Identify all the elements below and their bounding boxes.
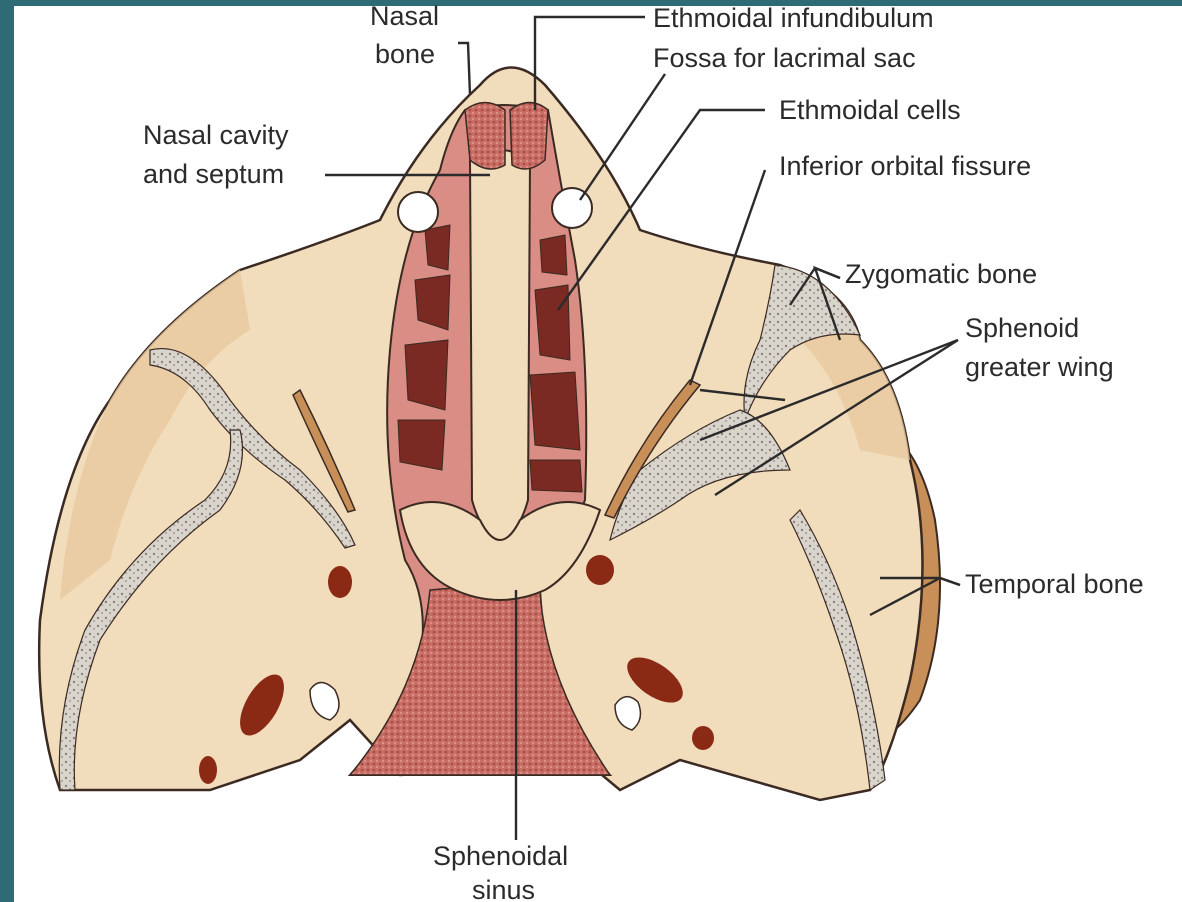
foramen-left-3: [199, 756, 217, 784]
label-nasal-bone-2: bone: [375, 39, 435, 69]
label-sphenoid-1: Sphenoid: [965, 313, 1079, 343]
label-nasal-cavity-1: Nasal cavity: [143, 120, 289, 150]
label-nasal-bone-1: Nasal: [370, 1, 439, 31]
lacrimal-fossa-right: [552, 188, 592, 228]
foramen-left-1: [328, 566, 352, 598]
lacrimal-fossa-left: [398, 192, 438, 232]
label-nasal-cavity-2: and septum: [143, 159, 284, 189]
label-sphenoidal-sinus-1: Sphenoidal: [433, 841, 568, 871]
label-ethmoidal-infundibulum: Ethmoidal infundibulum: [653, 3, 934, 33]
nasal-bone-right: [510, 103, 548, 170]
label-sphenoidal-sinus-2: sinus: [472, 875, 535, 902]
label-inferior-orbital-fissure: Inferior orbital fissure: [779, 151, 1031, 181]
foramen-right-3: [692, 726, 714, 750]
label-zygomatic-bone: Zygomatic bone: [845, 259, 1037, 289]
label-ethmoidal-cells: Ethmoidal cells: [779, 95, 961, 125]
nasal-septum: [470, 150, 530, 545]
label-sphenoid-2: greater wing: [965, 352, 1114, 382]
label-temporal-bone: Temporal bone: [965, 569, 1144, 599]
nasal-bone: [465, 103, 505, 170]
foramen-right-1: [586, 555, 614, 585]
label-fossa-lacrimal-sac: Fossa for lacrimal sac: [653, 43, 916, 73]
